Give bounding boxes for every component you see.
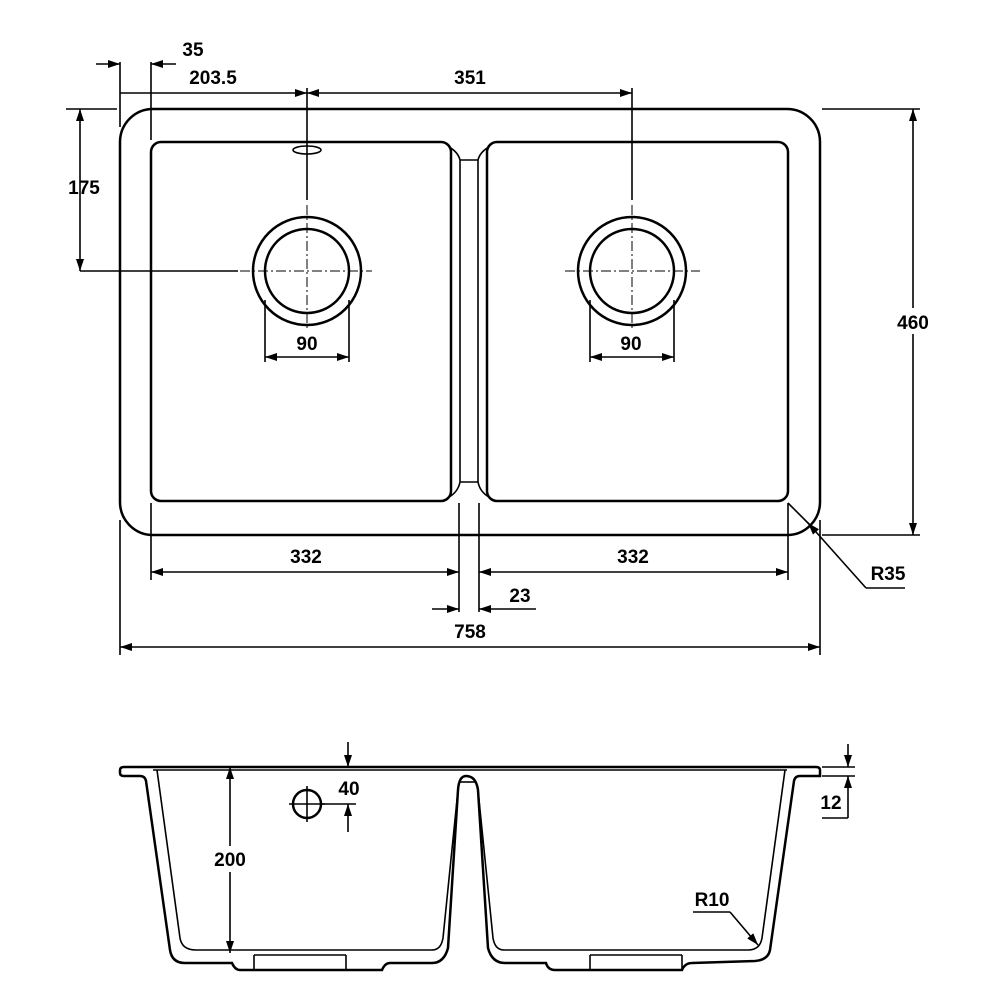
dim-203-5: 203.5 (189, 68, 237, 89)
right-bowl-outline (485, 140, 790, 503)
sink-outer-outline (118, 107, 822, 537)
left-waste-outlet (240, 205, 372, 330)
sink-section-inner-profile (156, 769, 786, 951)
dim-12: 12 (820, 793, 841, 814)
section-view: 40 200 12 R10 (118, 742, 855, 972)
dim-23: 23 (509, 586, 530, 607)
dim-351: 351 (454, 68, 486, 89)
dim-r35: R35 (871, 564, 906, 585)
overflow-hole-section (289, 786, 325, 822)
dim-332-right: 332 (617, 547, 649, 568)
dim-90-left: 90 (296, 334, 317, 355)
dim-200: 200 (214, 850, 246, 871)
sink-section-outer-profile (118, 765, 822, 972)
dim-35: 35 (182, 40, 204, 61)
dim-40: 40 (338, 779, 359, 800)
left-bowl-outline (149, 140, 453, 503)
dim-175: 175 (68, 178, 100, 199)
bowl-divider (448, 146, 490, 498)
right-waste-outlet (565, 205, 700, 330)
dim-r10: R10 (695, 890, 730, 911)
dim-90-right: 90 (620, 334, 641, 355)
dim-460: 460 (897, 313, 929, 334)
dim-758: 758 (454, 622, 486, 643)
plan-view: 35 203.5 351 175 460 90 90 (66, 40, 933, 655)
dim-332-left: 332 (290, 547, 322, 568)
